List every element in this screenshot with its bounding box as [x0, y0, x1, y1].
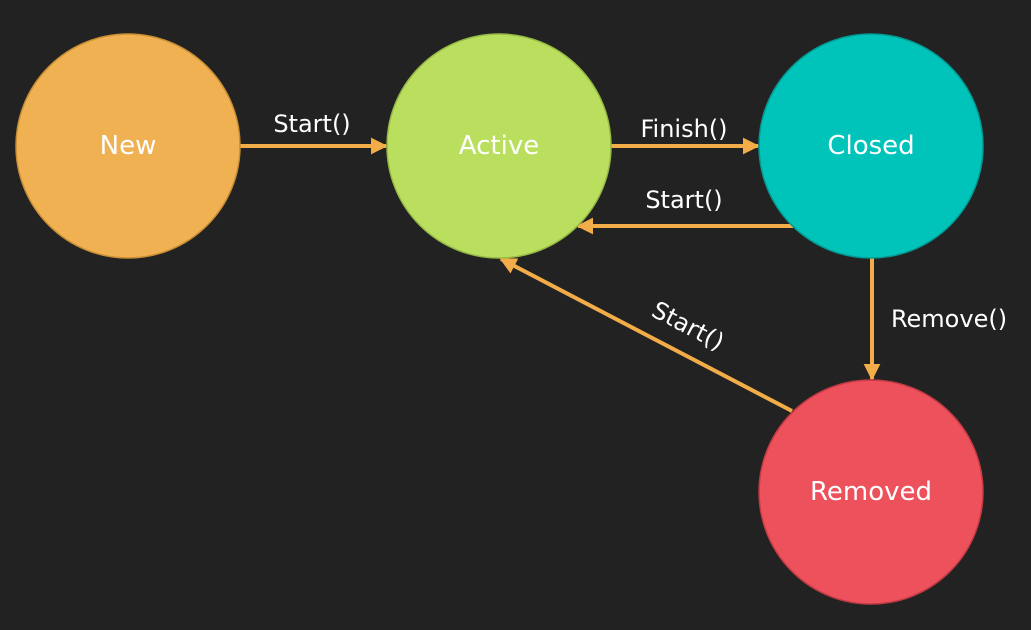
node-active: Active [386, 33, 612, 259]
edges [240, 137, 881, 413]
node-active-circle [386, 33, 612, 259]
edge-removed-to-active [499, 257, 793, 413]
node-new-label: New [100, 131, 157, 161]
node-removed-circle [758, 379, 984, 605]
node-active-label: Active [459, 131, 539, 161]
node-removed-label: Removed [810, 477, 932, 507]
edge-label-new-to-active: Start() [273, 110, 350, 138]
node-removed: Removed [758, 379, 984, 605]
node-closed-label: Closed [827, 131, 914, 161]
edge-label-closed-to-removed: Remove() [891, 305, 1007, 333]
node-closed-circle [758, 33, 984, 259]
node-closed: Closed [758, 33, 984, 259]
edge-label-closed-to-active: Start() [645, 186, 722, 214]
edge-label-active-to-closed: Finish() [640, 115, 727, 143]
edge-label-removed-to-active: Start() [647, 296, 729, 357]
node-new: New [15, 33, 241, 259]
node-new-circle [15, 33, 241, 259]
